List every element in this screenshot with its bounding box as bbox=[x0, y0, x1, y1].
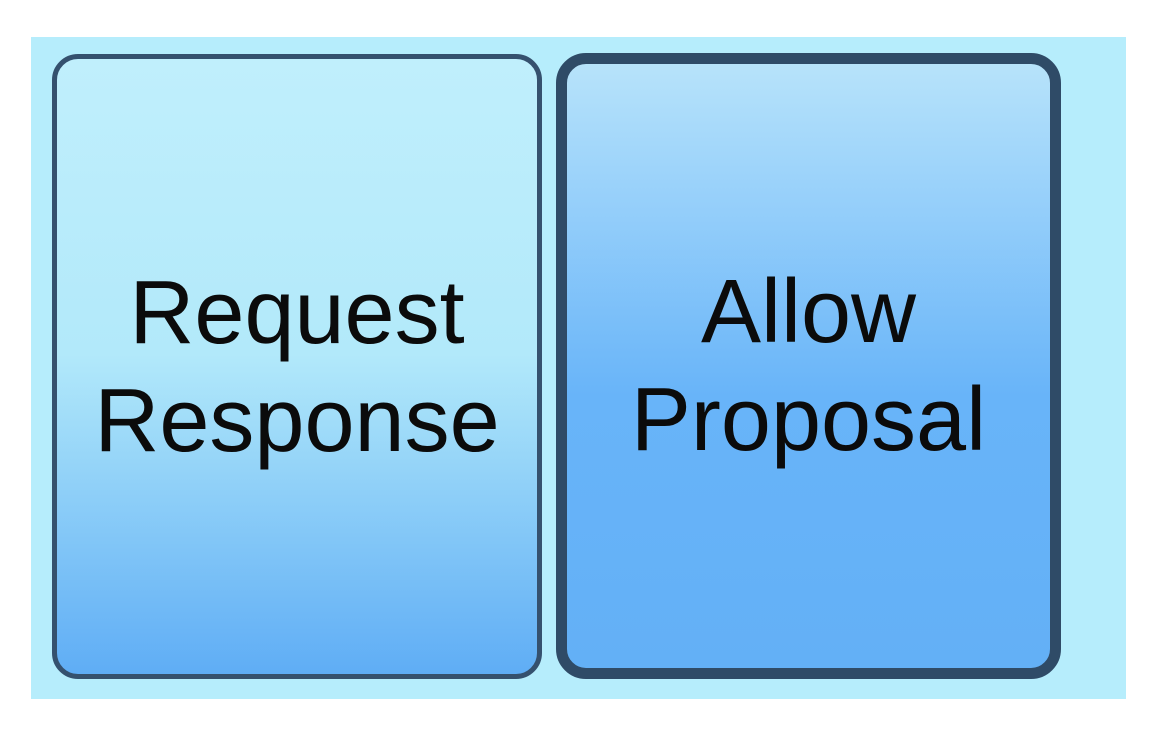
node-allow-proposal[interactable]: Allow Proposal bbox=[556, 53, 1061, 679]
node-allow-proposal-label-line2: Proposal bbox=[630, 370, 987, 470]
node-allow-proposal-label-line1: Allow bbox=[700, 262, 917, 362]
node-request-response-label-line1: Request bbox=[129, 262, 465, 363]
diagram-canvas: Request Response Allow Proposal bbox=[31, 37, 1126, 699]
node-request-response-label-line2: Response bbox=[94, 370, 500, 471]
node-request-response[interactable]: Request Response bbox=[52, 54, 542, 679]
